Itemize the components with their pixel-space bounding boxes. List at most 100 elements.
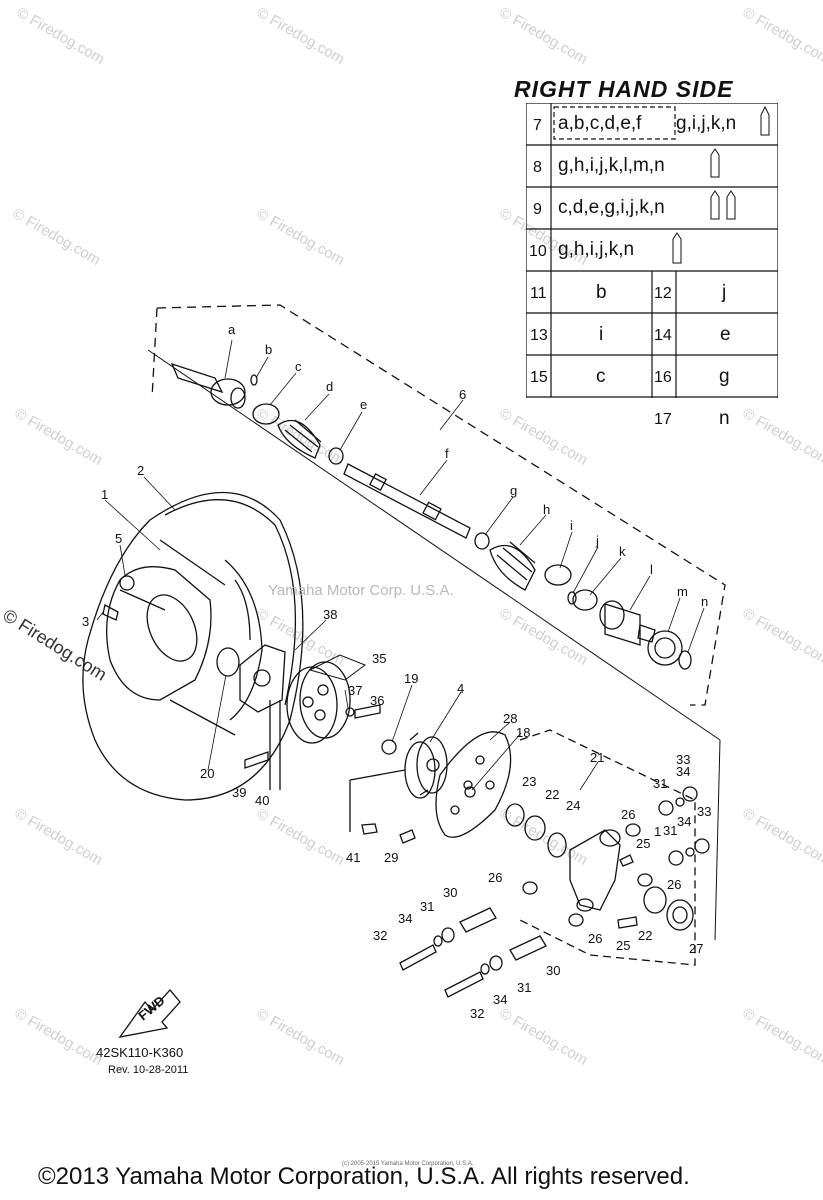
bearing-22 — [643, 886, 667, 914]
nipple-25 — [619, 854, 634, 867]
legend-table — [526, 103, 778, 398]
fwd-arrow-icon — [118, 989, 181, 1038]
legend-11-val: b — [596, 282, 607, 303]
callout-29: 29 — [384, 850, 398, 865]
seal-m — [647, 630, 683, 666]
legend-14-val: e — [720, 324, 731, 345]
callout-5: 5 — [115, 531, 122, 546]
washer-31 — [441, 927, 455, 943]
legend-row-8-val: g,h,i,j,k,l,m,n — [558, 155, 665, 176]
boot-h — [489, 541, 536, 591]
callout-28: 28 — [503, 711, 517, 726]
grease-tube-icon — [710, 148, 720, 178]
collar-26 — [637, 873, 653, 887]
collar-26 — [522, 881, 538, 895]
grease-tube-icon — [710, 190, 736, 220]
callout-19: 19 — [404, 671, 418, 686]
knuckle-assembly-outline — [519, 729, 696, 966]
callout-m: m — [677, 584, 688, 599]
callout-26-d: 26 — [488, 870, 502, 885]
shaft-assembly-outline — [156, 304, 726, 706]
nut-41 — [361, 823, 378, 835]
legend-row-10-val: g,h,i,j,k,n — [558, 239, 635, 260]
spacer-20 — [216, 647, 240, 677]
bolt-32 — [399, 944, 437, 971]
legend-row-7-b: g,i,j,k,n — [676, 113, 737, 134]
bearing-22 — [524, 815, 546, 841]
legend-row-9-num: 9 — [533, 201, 542, 218]
callout-24: 24 — [566, 798, 580, 813]
nipple-25 — [617, 916, 638, 929]
hub-4 — [404, 732, 448, 799]
callout-30: 30 — [443, 885, 457, 900]
callout-27: 27 — [689, 941, 703, 956]
washer-18 — [464, 786, 476, 798]
callout-25-b: 25 — [616, 938, 630, 953]
collar-26 — [625, 823, 641, 837]
revision-date: Rev. 10-28-2011 — [108, 1064, 189, 1076]
collar-26 — [568, 913, 584, 927]
grease-tube-icon — [760, 105, 770, 136]
washer-34 — [480, 963, 490, 975]
stud-29 — [399, 829, 416, 844]
shaft-f — [343, 463, 471, 539]
callout-39: 39 — [232, 785, 246, 800]
washer-34 — [675, 797, 685, 807]
callout-21: 21 — [590, 750, 604, 765]
legend-12-val: j — [722, 282, 727, 303]
callout-d: d — [326, 379, 333, 394]
callout-34: 34 — [676, 764, 690, 779]
legend-17-num: 17 — [654, 411, 672, 428]
washer-31 — [658, 800, 674, 816]
shaft-joint-a — [170, 362, 246, 409]
callout-f: f — [445, 446, 449, 461]
knuckle — [569, 829, 621, 912]
band-e — [328, 447, 344, 465]
washer-34 — [685, 847, 695, 857]
diagram-code: 42SK110-K360 — [96, 1045, 184, 1060]
legend-11-num: 11 — [530, 285, 547, 302]
callout-31-b: 31 — [653, 776, 667, 791]
callout-33: 33 — [676, 752, 690, 767]
band-i — [544, 564, 572, 586]
wheel-tire — [82, 492, 304, 801]
center-watermark: Yamaha Motor Corp. U.S.A. — [268, 582, 454, 599]
callout-h: h — [543, 502, 550, 517]
legend-row-8-num: 8 — [533, 159, 542, 176]
valve-3 — [102, 604, 119, 621]
ring-n — [678, 650, 692, 670]
circlip-j — [567, 591, 577, 605]
callout-n: n — [701, 594, 708, 609]
boot-d — [277, 419, 322, 459]
callout-38: 38 — [323, 607, 337, 622]
callout-32: 32 — [373, 928, 387, 943]
legend-15-num: 15 — [530, 369, 548, 386]
callout-25: 25 — [636, 836, 650, 851]
callout-i: i — [570, 518, 573, 533]
nut-33 — [694, 838, 710, 854]
tiny-footer-watermark: (c) 2005-2015 Yamaha Motor Corporation, … — [342, 1161, 474, 1167]
band-g — [474, 532, 490, 550]
callout-31-c: 31 — [663, 823, 677, 838]
callout-22: 22 — [545, 787, 559, 802]
callout-33-b: 33 — [697, 804, 711, 819]
callout-26-b: 26 — [667, 877, 681, 892]
seal-27 — [666, 899, 694, 931]
copyright-notice: ©2013 Yamaha Motor Corporation, U.S.A. A… — [38, 1163, 690, 1190]
legend-row-10-num: 10 — [529, 243, 547, 260]
band-c — [252, 403, 280, 425]
callout-22-b: 22 — [638, 928, 652, 943]
callout-3: 3 — [82, 614, 89, 629]
callout-l: l — [650, 562, 653, 577]
callout-1: 1 — [101, 487, 108, 502]
callout-37: 37 — [348, 683, 362, 698]
callout-34-c: 34 — [398, 911, 412, 926]
hub-35 — [286, 661, 351, 744]
legend-17-val: n — [719, 408, 730, 429]
callout-34-b: 34 — [677, 814, 691, 829]
callout-40: 40 — [255, 793, 269, 808]
legend-16-val: g — [719, 366, 730, 387]
seal-24 — [547, 832, 567, 858]
callout-e: e — [360, 397, 367, 412]
